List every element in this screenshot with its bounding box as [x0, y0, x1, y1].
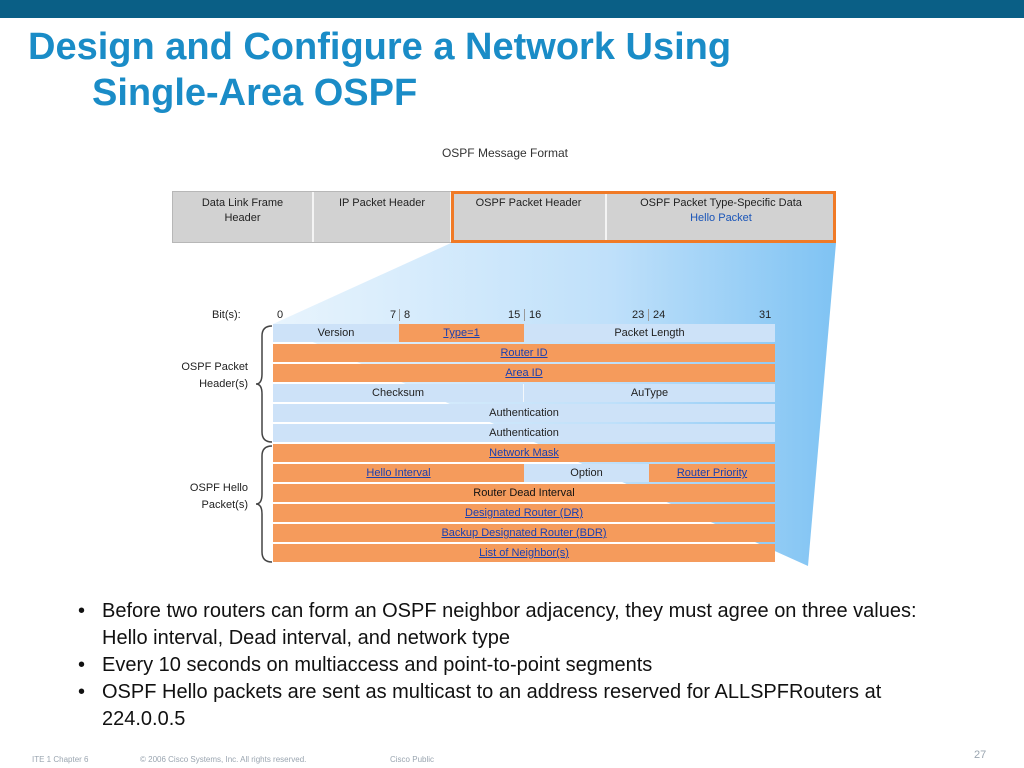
field-router-id-label: Router ID [500, 347, 548, 359]
bullet-text: Every 10 seconds on multiaccess and poin… [102, 654, 653, 676]
title-line-1: Design and Configure a Network Using [28, 26, 732, 68]
field-row: Version Type=1 Packet Length [273, 324, 775, 342]
field-network-mask-label: Network Mask [489, 447, 559, 459]
field-row: Authentication [273, 404, 775, 422]
bullet-list: • Before two routers can form an OSPF nei… [78, 598, 938, 733]
ip-header-label: IP Packet Header [338, 197, 425, 209]
slide-title: Design and Configure a Network Using Sin… [28, 24, 988, 116]
diagram-title: OSPF Message Format [441, 146, 569, 160]
bullet-text: Before two routers can form an OSPF neig… [102, 600, 917, 649]
field-backup-designated-router: Backup Designated Router (BDR) [273, 524, 775, 542]
data-link-header-line2: Header [224, 212, 261, 224]
field-backup-designated-router-label: Backup Designated Router (BDR) [441, 527, 607, 539]
bullet-dot-icon: • [78, 600, 86, 622]
field-list-of-neighbors-label: List of Neighbor(s) [479, 547, 569, 559]
field-designated-router: Designated Router (DR) [273, 504, 775, 522]
bit-divider [648, 309, 649, 321]
hello-group-label: OSPF Hello Packet(s) [160, 480, 248, 514]
field-row: Authentication [273, 424, 775, 442]
field-row: List of Neighbor(s) [273, 544, 775, 562]
field-row: Backup Designated Router (BDR) [273, 524, 775, 542]
field-router-dead-interval: Router Dead Interval [273, 484, 775, 502]
ospf-header-label: OSPF Packet Header [475, 197, 582, 209]
field-row: Router ID [273, 344, 775, 362]
field-router-id: Router ID [273, 344, 775, 362]
bullet-item: • Before two routers can form an OSPF nei… [78, 598, 938, 652]
title-line-2: Single-Area OSPF [92, 72, 418, 114]
bit-0: 0 [277, 309, 284, 321]
type-specific-label: OSPF Packet Type-Specific Data [640, 197, 802, 209]
footer-copyright: © 2006 Cisco Systems, Inc. All rights re… [140, 755, 307, 764]
bit-divider [524, 309, 525, 321]
packet-header-label-line2: Header(s) [199, 378, 248, 390]
field-hello-interval-label: Hello Interval [366, 467, 431, 479]
bullet-dot-icon: • [78, 654, 86, 676]
footer-course: ITE 1 Chapter 6 [32, 755, 89, 764]
field-packet-length: Packet Length [524, 324, 775, 342]
packet-header-label-line1: OSPF Packet [181, 361, 248, 373]
bullet-item: • Every 10 seconds on multiaccess and poi… [78, 652, 938, 679]
bits-label: Bit(s): [212, 309, 241, 321]
data-link-header-cell: Data Link Frame Header [173, 192, 314, 242]
field-autype: AuType [524, 384, 775, 402]
field-version: Version [273, 324, 399, 342]
ospf-field-grid: Version Type=1 Packet Length Router ID A… [273, 324, 775, 564]
ip-header-cell: IP Packet Header [314, 192, 452, 242]
field-authentication-1: Authentication [273, 404, 775, 422]
field-row: Network Mask [273, 444, 775, 462]
field-list-of-neighbors: List of Neighbor(s) [273, 544, 775, 562]
field-type-label: Type=1 [443, 327, 480, 339]
bullet-item: • OSPF Hello packets are sent as multicas… [78, 679, 938, 733]
field-router-priority: Router Priority [649, 464, 775, 482]
field-option: Option [524, 464, 649, 482]
page-number: 27 [974, 749, 987, 761]
field-area-id: Area ID [273, 364, 775, 382]
header-brace [255, 325, 273, 443]
bit-24: 24 [653, 309, 666, 321]
hello-brace [255, 445, 273, 563]
hello-packet-label: Hello Packet [690, 212, 752, 224]
top-bar [0, 0, 1024, 18]
bit-31: 31 [759, 309, 772, 321]
ospf-highlight-box [451, 191, 836, 243]
hello-group-label-line2: Packet(s) [201, 499, 248, 511]
field-hello-interval: Hello Interval [273, 464, 524, 482]
packet-header-group-label: OSPF Packet Header(s) [160, 359, 248, 393]
field-row: Router Dead Interval [273, 484, 775, 502]
field-row: Hello Interval Option Router Priority [273, 464, 775, 482]
field-type: Type=1 [399, 324, 524, 342]
bullet-text: OSPF Hello packets are sent as multicast… [102, 681, 882, 730]
bit-23: 23 [632, 309, 645, 321]
bullet-dot-icon: • [78, 681, 86, 703]
field-network-mask: Network Mask [273, 444, 775, 462]
bit-divider [399, 309, 400, 321]
field-router-priority-label: Router Priority [676, 467, 748, 479]
bit-15: 15 [508, 309, 521, 321]
bit-8: 8 [404, 309, 411, 321]
field-row: Checksum AuType [273, 384, 775, 402]
bit-7: 7 [390, 309, 397, 321]
field-row: Area ID [273, 364, 775, 382]
field-authentication-2: Authentication [273, 424, 775, 442]
bit-16: 16 [529, 309, 542, 321]
field-checksum: Checksum [273, 384, 524, 402]
field-designated-router-label: Designated Router (DR) [465, 507, 583, 519]
ospf-header-cell: OSPF Packet Header [452, 192, 607, 242]
field-row: Designated Router (DR) [273, 504, 775, 522]
hello-group-label-line1: OSPF Hello [189, 482, 248, 494]
data-link-header-line1: Data Link Frame [201, 197, 284, 209]
type-specific-cell: OSPF Packet Type-Specific Data Hello Pac… [607, 192, 835, 242]
field-area-id-label: Area ID [505, 367, 543, 379]
footer-classification: Cisco Public [390, 755, 435, 764]
